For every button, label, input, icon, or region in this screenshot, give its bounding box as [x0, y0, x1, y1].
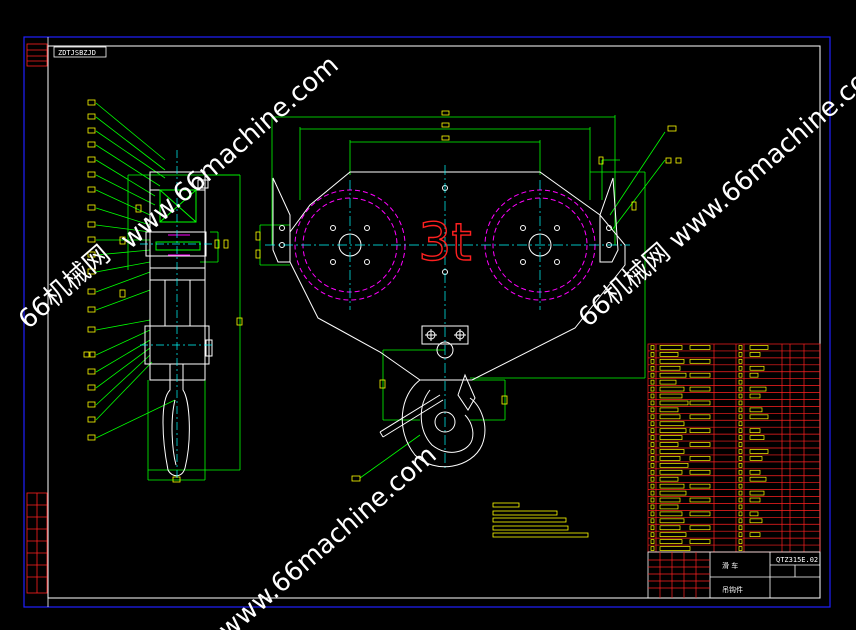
technical-notes — [492, 502, 589, 538]
parts-list-table — [647, 343, 821, 553]
front-view: 3t — [255, 110, 682, 482]
capacity-label: 3t — [418, 213, 471, 273]
title-code: QTZ315E.02 — [776, 556, 818, 564]
left-margin-tabs — [26, 43, 48, 594]
watermark-left-brand: 66机械网 — [13, 240, 117, 336]
title-name-bottom: 吊钩件 — [722, 585, 743, 594]
watermark-top: www.66machine.com — [115, 50, 345, 255]
drawing-code-text: ZDTJSBZJD — [58, 49, 96, 57]
side-view-dims — [127, 174, 241, 481]
side-view — [83, 99, 243, 483]
title-block — [647, 551, 821, 599]
front-hook — [379, 373, 486, 468]
front-view-dims — [259, 115, 666, 479]
title-name-left: 滑 车 — [722, 561, 738, 570]
side-view-tags — [83, 99, 126, 441]
drawing-code-box — [53, 46, 107, 58]
outer-frame — [23, 36, 831, 608]
watermark-bottom: www.66machine.com — [213, 440, 443, 630]
side-view-leaders — [95, 102, 176, 439]
